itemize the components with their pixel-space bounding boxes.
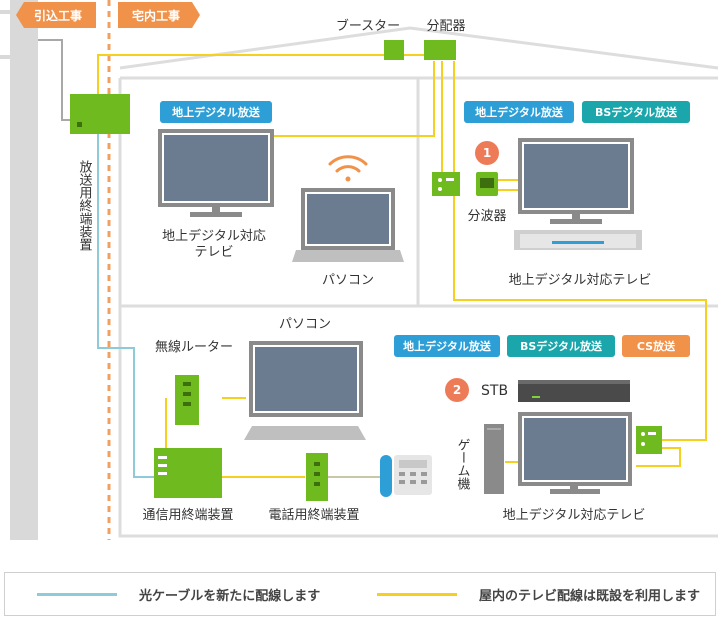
comm-terminal-device bbox=[154, 448, 222, 498]
stb-box-icon bbox=[518, 380, 630, 402]
room1-tv-label-line2: テレビ bbox=[194, 245, 233, 260]
svg-text:CS放送: CS放送 bbox=[637, 339, 676, 353]
legend-fiber: 光ケーブルを新たに配線します bbox=[37, 573, 320, 615]
room3-badge: 2 bbox=[445, 378, 469, 402]
room2-tag-bs: BSデジタル放送 bbox=[582, 101, 690, 123]
svg-text:引込工事: 引込工事 bbox=[34, 8, 82, 23]
svg-text:地上デジタル放送: 地上デジタル放送 bbox=[172, 105, 261, 119]
legend-fiber-label: 光ケーブルを新たに配線します bbox=[139, 588, 321, 604]
coax-line-swatch bbox=[377, 592, 457, 596]
legend-coax: 屋内のテレビ配線は既設を利用します bbox=[377, 573, 700, 615]
phone-terminal-device bbox=[306, 453, 328, 501]
wifi-icon bbox=[328, 155, 368, 182]
room3-tv-label: 地上デジタル対応テレビ bbox=[503, 507, 646, 523]
room3-tag-bs: BSデジタル放送 bbox=[507, 335, 615, 357]
svg-text:BSデジタル放送: BSデジタル放送 bbox=[520, 339, 603, 353]
game-console-label: ゲーム機 bbox=[455, 438, 471, 490]
signal-separator-icon bbox=[476, 172, 498, 196]
room2-tag-digital: 地上デジタル放送 bbox=[464, 101, 574, 123]
room3-tag-digital: 地上デジタル放送 bbox=[394, 335, 500, 357]
booster-box bbox=[384, 40, 404, 60]
room3-laptop-icon bbox=[244, 341, 366, 440]
room2-tv-label: 地上デジタル対応テレビ bbox=[509, 272, 652, 288]
broadcast-terminal-label: 放送用終端装置 bbox=[77, 160, 93, 251]
wall-outlet-icon-room3 bbox=[636, 426, 662, 454]
stb-label: STB bbox=[481, 383, 508, 399]
wiring-diagram: 引込工事 宅内工事 放送用終端装置 ブー bbox=[0, 0, 719, 540]
room1-tv-label-line1: 地上デジタル対応 bbox=[162, 228, 266, 244]
legend-coax-label: 屋内のテレビ配線は既設を利用します bbox=[479, 588, 701, 604]
svg-text:宅内工事: 宅内工事 bbox=[132, 8, 180, 23]
splitter-box bbox=[424, 40, 456, 60]
room1-laptop-label: パソコン bbox=[322, 273, 374, 288]
svg-text:地上デジタル放送: 地上デジタル放送 bbox=[475, 105, 564, 119]
wall-outlet-icon-room2 bbox=[432, 172, 460, 196]
utility-pole bbox=[0, 0, 38, 540]
lead-in-cable bbox=[38, 39, 72, 121]
svg-text:地上デジタル放送: 地上デジタル放送 bbox=[403, 339, 492, 353]
room3-laptop-label: パソコン bbox=[279, 317, 331, 332]
separator-label: 分波器 bbox=[467, 209, 506, 224]
legend: 光ケーブルを新たに配線します 屋内のテレビ配線は既設を利用します bbox=[4, 572, 716, 616]
comm-terminal-label: 通信用終端装置 bbox=[142, 507, 233, 523]
svg-text:2: 2 bbox=[453, 383, 461, 397]
svg-text:BSデジタル放送: BSデジタル放送 bbox=[595, 105, 678, 119]
booster-label: ブースター bbox=[336, 18, 400, 34]
fiber-cable bbox=[97, 134, 154, 478]
room2-tv-icon bbox=[518, 138, 634, 224]
wireless-router-icon bbox=[175, 375, 199, 425]
svg-text:1: 1 bbox=[483, 146, 491, 160]
tv-stand-icon bbox=[514, 230, 642, 250]
phone-terminal-label: 電話用終端装置 bbox=[268, 507, 359, 523]
splitter-label: 分配器 bbox=[426, 19, 465, 34]
lead-in-flag: 引込工事 bbox=[16, 2, 96, 28]
room1-tv-icon bbox=[158, 129, 274, 217]
indoor-flag: 宅内工事 bbox=[118, 2, 200, 28]
room2-badge: 1 bbox=[475, 141, 499, 165]
fiber-line-swatch bbox=[37, 592, 117, 596]
room1-tag: 地上デジタル放送 bbox=[160, 101, 272, 123]
broadcast-terminal-device bbox=[70, 94, 130, 134]
room3-tag-cs: CS放送 bbox=[622, 335, 690, 357]
room3-tv-icon bbox=[518, 412, 632, 494]
telephone-icon bbox=[380, 455, 432, 497]
router-label: 無線ルーター bbox=[155, 339, 233, 355]
room1-laptop-icon bbox=[292, 188, 404, 262]
game-console-icon bbox=[484, 424, 504, 494]
